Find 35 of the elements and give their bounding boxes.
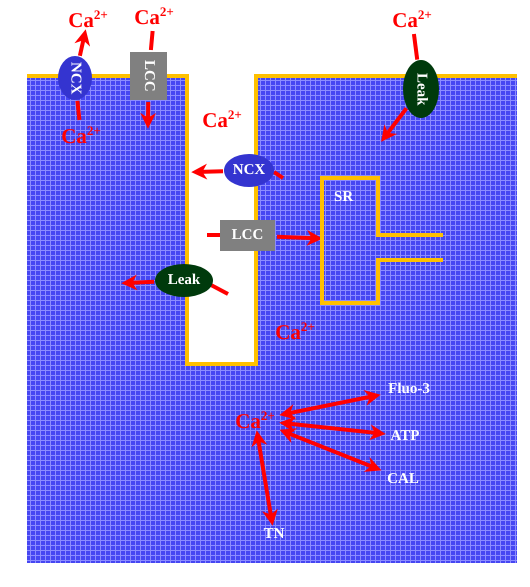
channel-box — [220, 220, 275, 251]
channel-label: NCX — [68, 62, 82, 94]
flux-arrow — [191, 164, 224, 180]
flux-arrow — [251, 430, 278, 526]
flux-arrow — [279, 390, 381, 420]
ion-label: Ca$^{2+}$ — [275, 320, 315, 342]
channel-label: LCC — [141, 60, 156, 92]
flux-arrow — [279, 416, 386, 440]
flux-arrow — [276, 230, 323, 246]
buffer-label: TN — [264, 526, 284, 542]
ion-label: Ca$^{2+}$ — [392, 8, 432, 30]
channel-label: NCX — [232, 163, 266, 178]
channel-box — [130, 52, 167, 100]
flux-arrow — [140, 102, 156, 129]
ion-label: Ca$^{2+}$ — [68, 8, 108, 30]
ion-label: Ca$^{2+}$ — [235, 408, 275, 432]
leak-ellipse — [155, 264, 213, 297]
flux-line — [75, 100, 82, 120]
buffer-label: CAL — [387, 472, 419, 486]
channel-label: LCC — [232, 228, 264, 243]
exchanger-ellipse — [224, 154, 274, 187]
flux-arrow — [74, 29, 90, 56]
organelle-label: SR — [334, 190, 354, 205]
buffer-label: Fluo-3 — [388, 382, 430, 396]
flux-arrow — [280, 428, 382, 472]
ion-label: Ca$^{2+}$ — [202, 108, 242, 130]
flux-arrow — [121, 274, 154, 290]
channel-label: Leak — [414, 72, 428, 106]
flux-line — [412, 34, 420, 60]
channel-label: Leak — [168, 273, 200, 288]
ion-label: Ca$^{2+}$ — [134, 4, 174, 28]
flux-line — [148, 30, 155, 50]
exchanger-ellipse — [58, 56, 92, 100]
buffer-label: ATP — [390, 428, 420, 444]
ion-label: Ca$^{2+}$ — [61, 124, 101, 146]
